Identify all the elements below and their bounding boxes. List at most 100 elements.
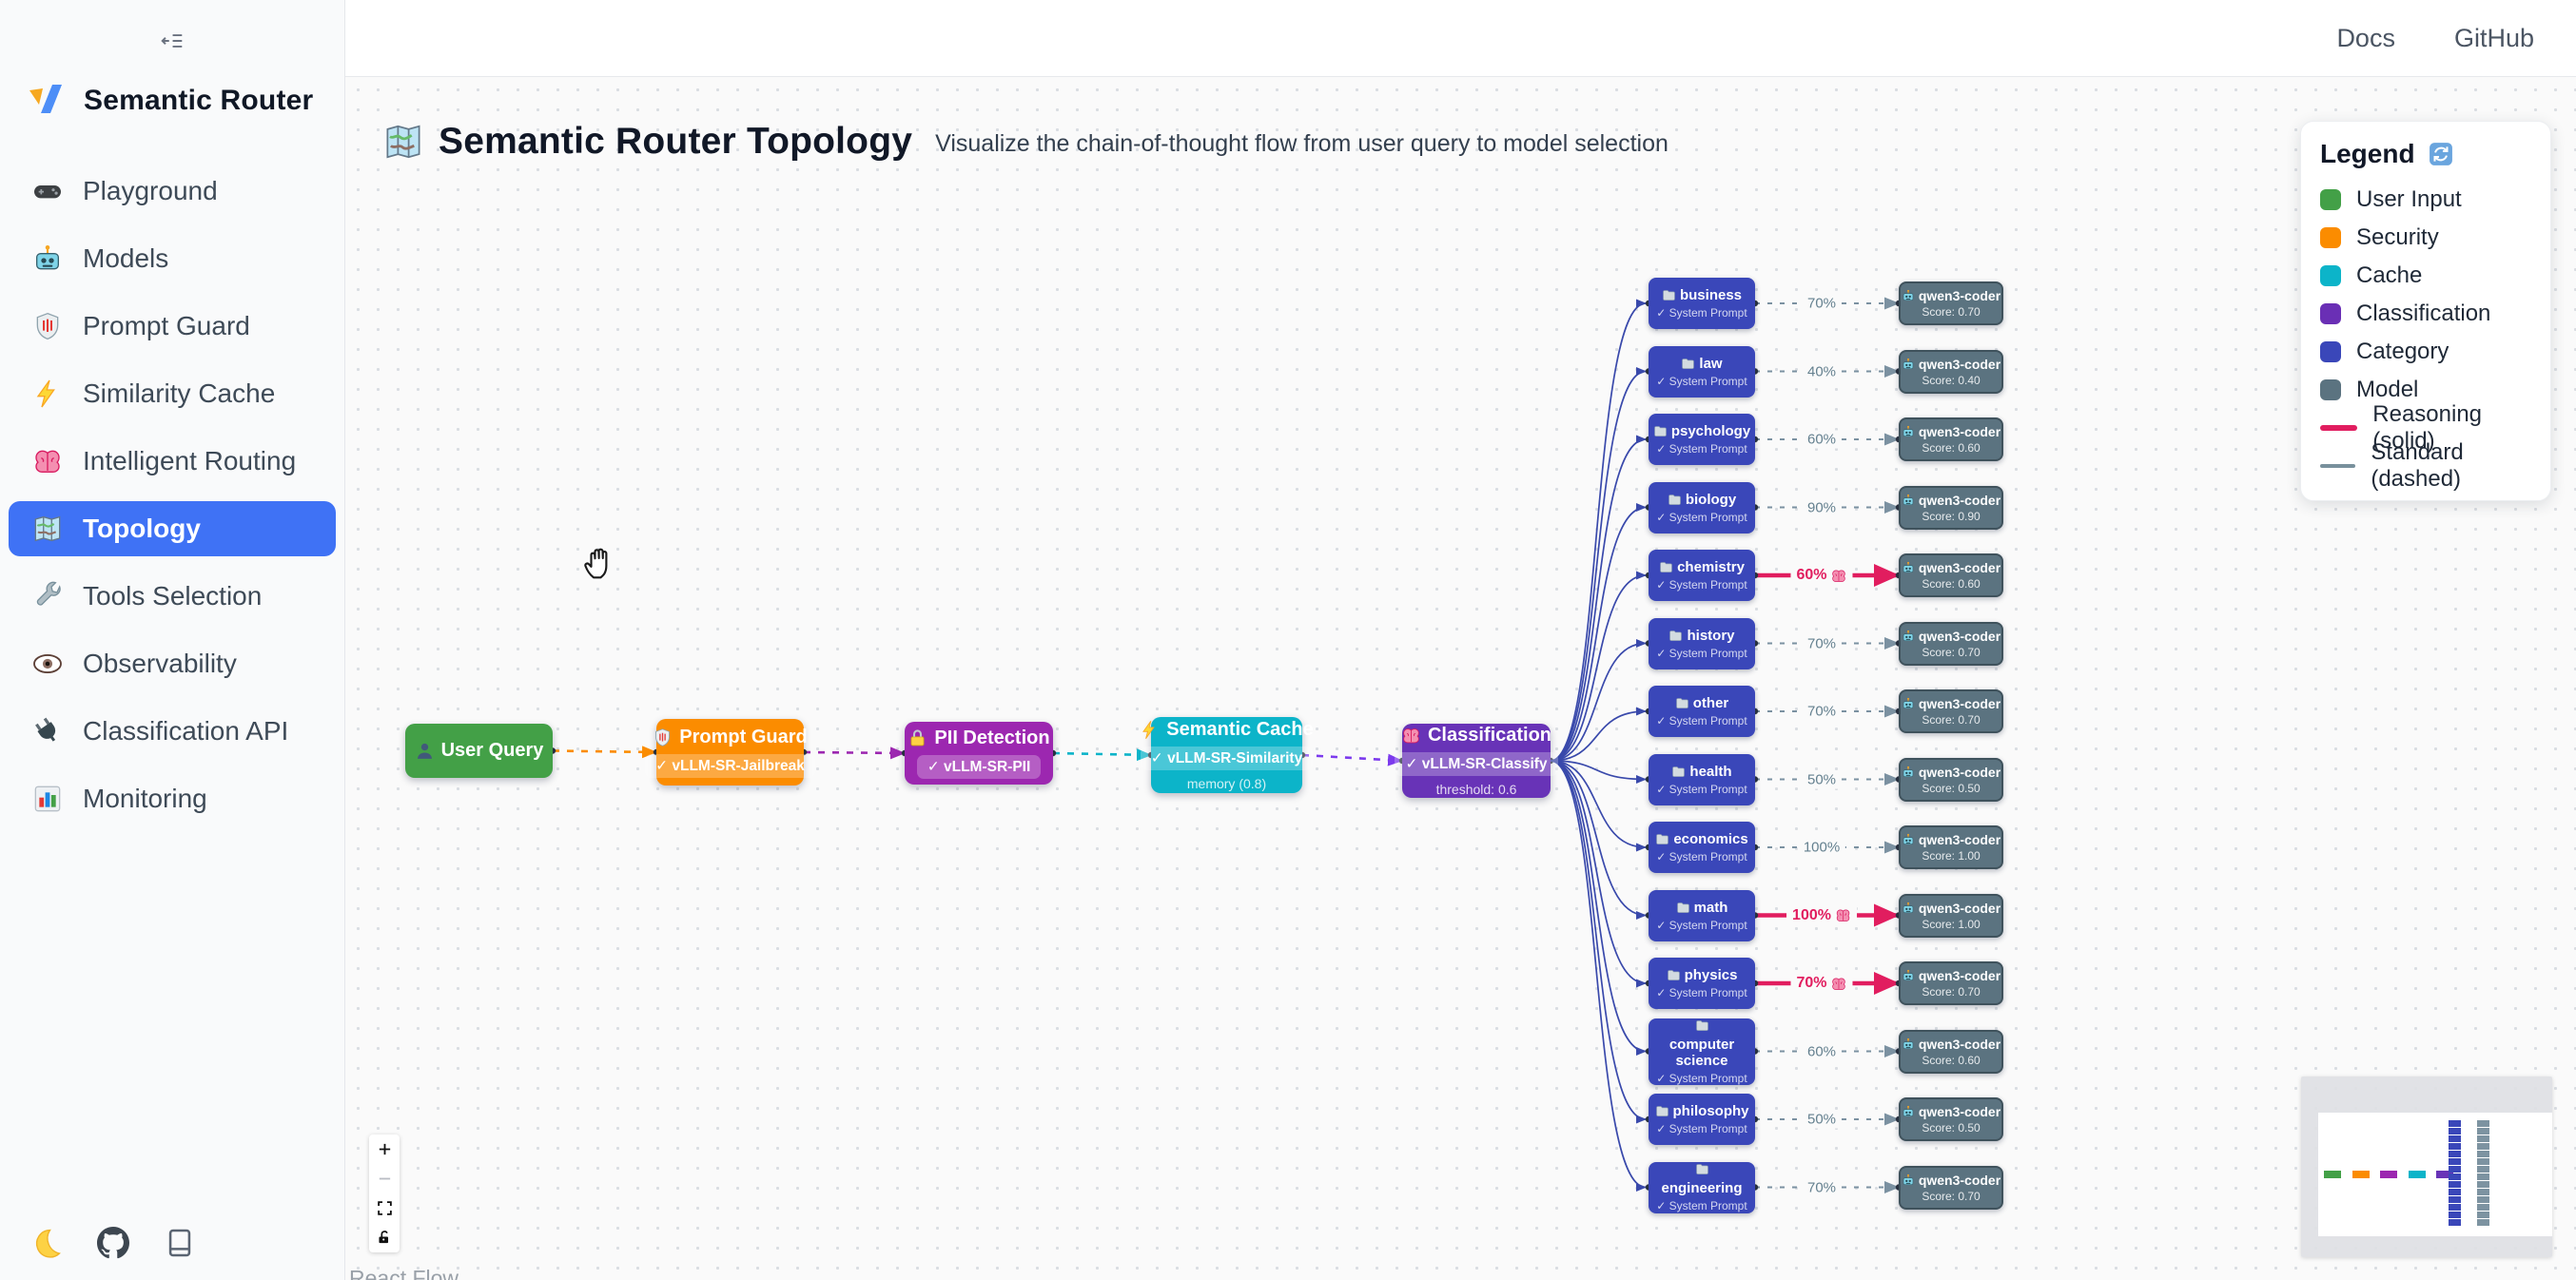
model-name: qwen3-coder [1918, 900, 2001, 916]
category-node-psychology[interactable]: psychology✓ System Prompt [1649, 414, 1755, 465]
edges-layer [549, 297, 1903, 1193]
brain-icon [1401, 726, 1421, 746]
category-node-engineering[interactable]: engineering✓ System Prompt [1649, 1161, 1755, 1213]
category-node-philosophy[interactable]: philosophy✓ System Prompt [1649, 1094, 1755, 1145]
node-pii-detection[interactable]: PII Detection✓ vLLM-SR-PII [905, 722, 1053, 785]
percent-text: 60% [1806, 431, 1837, 448]
node-badge: ✓ vLLM-SR-Similarity [1140, 747, 1314, 770]
zoom-out-button[interactable] [369, 1164, 400, 1193]
refresh-icon[interactable] [2429, 142, 2453, 166]
category-name: philosophy [1672, 1103, 1749, 1119]
sidebar-item-similarity-cache[interactable]: Similarity Cache [9, 366, 336, 421]
sidebar-item-label: Tools Selection [83, 581, 263, 611]
brand: Semantic Router [27, 82, 344, 120]
model-score: Score: 0.60 [1922, 441, 1981, 455]
percent-text: 70% [1806, 635, 1837, 651]
category-node-computer-science[interactable]: computer science ✓ System Prompt [1649, 1018, 1755, 1085]
node-title: Semantic Cache [1166, 719, 1314, 740]
minimap-node [2477, 1204, 2489, 1211]
flow-canvas[interactable]: Semantic Router Topology Visualize the c… [345, 77, 2576, 1280]
lock-open-button[interactable] [369, 1223, 400, 1252]
zoom-in-button[interactable] [369, 1135, 400, 1164]
minimap-node [2477, 1219, 2489, 1226]
category-sublabel: ✓ System Prompt [1656, 306, 1747, 320]
category-node-economics[interactable]: economics✓ System Prompt [1649, 822, 1755, 873]
node-badge: ✓ vLLM-SR-PII [916, 755, 1042, 779]
page-title-text: Semantic Router Topology [439, 121, 913, 162]
sidebar-item-label: Similarity Cache [83, 378, 276, 408]
category-node-math[interactable]: math✓ System Prompt [1649, 889, 1755, 941]
percent-text: 50% [1806, 771, 1837, 787]
model-score: Score: 0.50 [1922, 1121, 1981, 1135]
sidebar-item-intelligent-routing[interactable]: Intelligent Routing [9, 434, 336, 489]
category-sublabel: ✓ System Prompt [1656, 1071, 1747, 1085]
github-icon[interactable] [97, 1227, 129, 1259]
sidebar-item-label: Playground [83, 176, 218, 205]
category-node-biology[interactable]: biology✓ System Prompt [1649, 481, 1755, 533]
minimap-node [2449, 1181, 2461, 1188]
minimap-node [2477, 1151, 2489, 1157]
legend-label: Model [2356, 377, 2419, 402]
minimap-node [2408, 1171, 2426, 1178]
category-node-health[interactable]: health✓ System Prompt [1649, 753, 1755, 805]
category-node-other[interactable]: other✓ System Prompt [1649, 686, 1755, 737]
model-name: qwen3-coder [1918, 1104, 2001, 1119]
category-sublabel: ✓ System Prompt [1656, 442, 1747, 456]
sidebar-item-tools-selection[interactable]: Tools Selection [9, 569, 336, 624]
docs-book-icon[interactable] [164, 1227, 196, 1259]
sidebar-item-models[interactable]: Models [9, 231, 336, 286]
legend-swatch [2320, 189, 2341, 210]
github-link[interactable]: GitHub [2453, 23, 2534, 52]
percent-text: 60% [1796, 567, 1827, 583]
category-sublabel: ✓ System Prompt [1656, 782, 1747, 796]
category-node-chemistry[interactable]: chemistry✓ System Prompt [1649, 550, 1755, 601]
collapse-sidebar-button[interactable] [151, 25, 193, 57]
sidebar-item-prompt-guard[interactable]: Prompt Guard [9, 299, 336, 354]
model-score: Score: 0.60 [1922, 1053, 1981, 1067]
fit-view-button[interactable] [369, 1193, 400, 1223]
legend-swatch [2320, 227, 2341, 248]
robot-icon [1902, 494, 1915, 507]
robot-icon [31, 242, 64, 275]
sidebar-item-monitoring[interactable]: Monitoring [9, 771, 336, 826]
minimap-node [2449, 1135, 2461, 1142]
minimap[interactable] [2301, 1076, 2552, 1257]
sidebar-item-observability[interactable]: Observability [9, 636, 336, 691]
legend-swatch [2320, 341, 2341, 362]
docs-link[interactable]: Docs [2336, 23, 2395, 52]
category-name: computer science [1669, 1036, 1735, 1069]
main-area: Docs GitHub Semantic Router Topology Vis… [345, 0, 2576, 1280]
model-name: qwen3-coder [1918, 832, 2001, 847]
category-node-history[interactable]: history✓ System Prompt [1649, 617, 1755, 669]
sidebar-item-label: Observability [83, 649, 237, 678]
robot-icon [1902, 969, 1915, 982]
node-user-query[interactable]: User Query [405, 724, 553, 778]
category-node-law[interactable]: law✓ System Prompt [1649, 345, 1755, 398]
sidebar-item-classification-api[interactable]: Classification API [9, 704, 336, 759]
edge-percent-label: 70% [1790, 974, 1853, 993]
sidebar-item-playground[interactable]: Playground [9, 164, 336, 219]
node-prompt-guard[interactable]: Prompt Guard✓ vLLM-SR-Jailbreak [645, 719, 815, 785]
robot-icon [1902, 902, 1915, 915]
sidebar-item-topology[interactable]: Topology [9, 501, 336, 556]
category-node-physics[interactable]: physics✓ System Prompt [1649, 958, 1755, 1009]
category-node-business[interactable]: business✓ System Prompt [1649, 278, 1755, 329]
theme-moon-icon[interactable] [30, 1227, 63, 1259]
